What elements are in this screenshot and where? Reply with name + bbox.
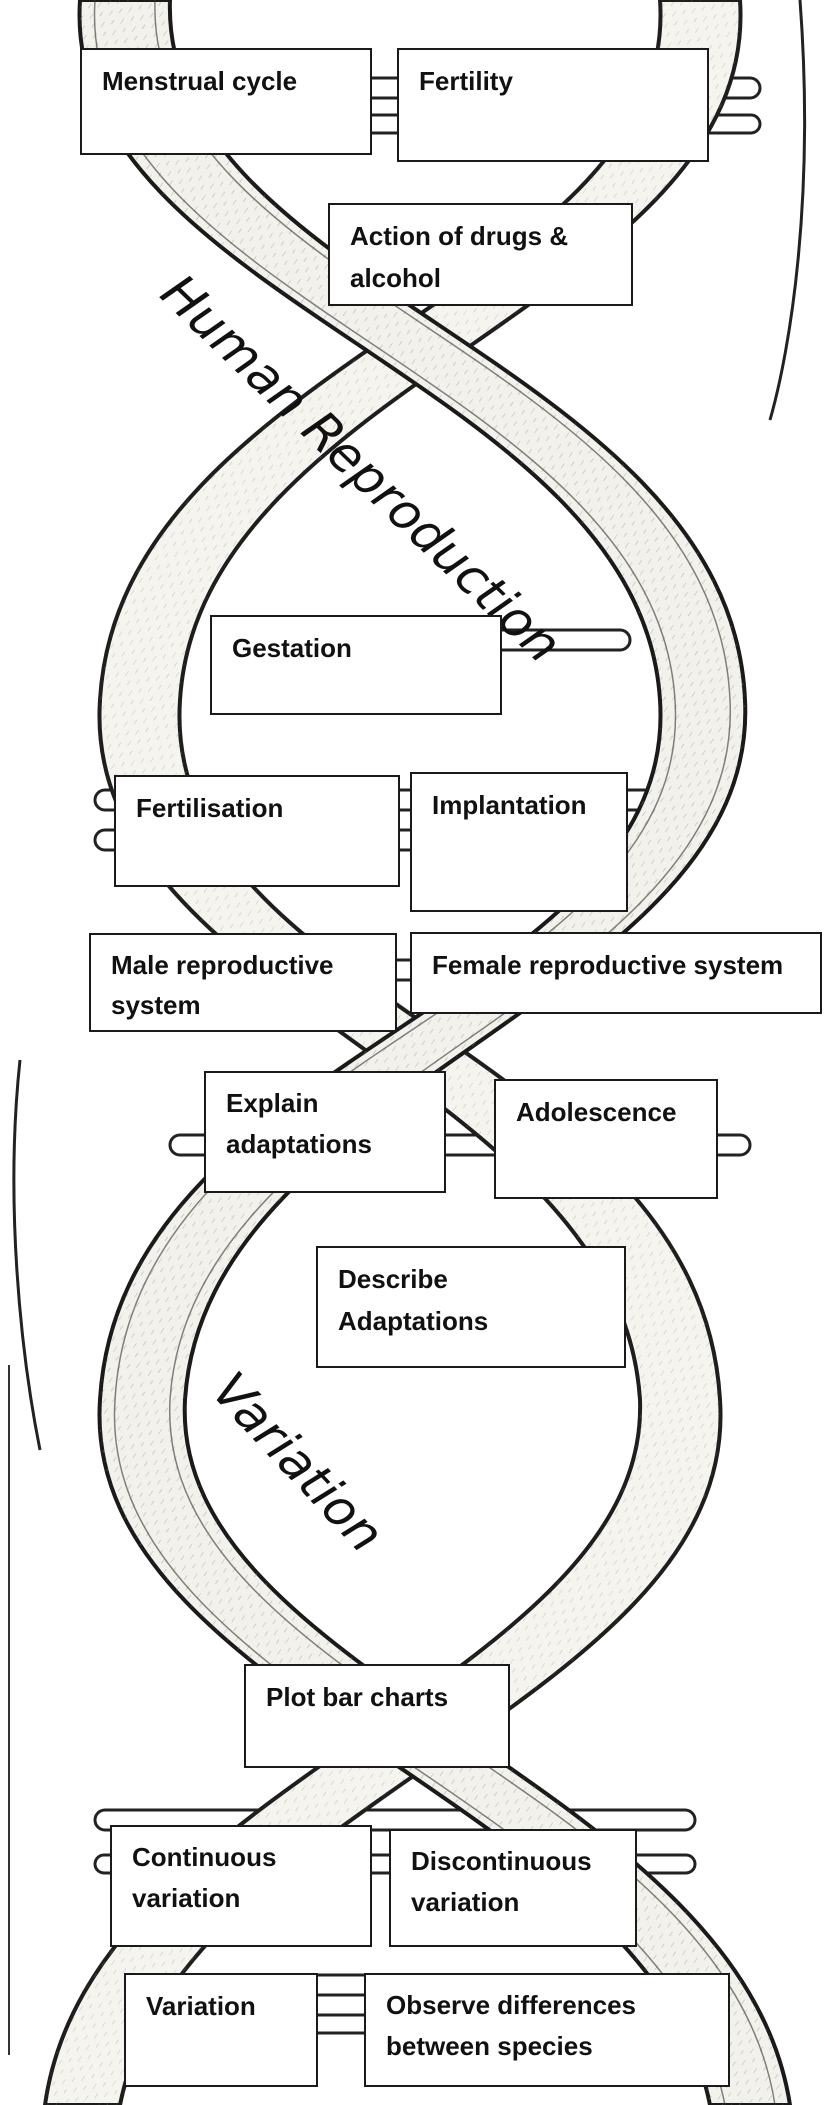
box-continuous-variation: Continuous variation <box>110 1825 372 1947</box>
box-fertility: Fertility <box>397 48 709 162</box>
box-drugs-alcohol: Action of drugs & alcohol <box>328 203 633 306</box>
box-male-reproductive-system: Male reproductive system <box>89 933 397 1032</box>
box-observe-differences: Observe differences between species <box>364 1973 730 2087</box>
box-explain-adaptations: Explain adaptations <box>204 1071 446 1193</box>
box-discontinuous-variation: Discontinuous variation <box>389 1829 637 1947</box>
box-implantation: Implantation <box>410 772 628 912</box>
box-describe-adaptations: Describe Adaptations <box>316 1246 626 1368</box>
box-plot-bar-charts: Plot bar charts <box>244 1664 510 1768</box>
box-fertilisation: Fertilisation <box>114 775 400 887</box>
box-variation: Variation <box>124 1973 318 2087</box>
box-adolescence: Adolescence <box>494 1079 718 1199</box>
box-gestation: Gestation <box>210 615 502 715</box>
box-female-reproductive-system: Female reproductive system <box>410 932 822 1014</box>
side-frame-edge <box>0 1365 10 2055</box>
box-menstrual-cycle: Menstrual cycle <box>80 48 372 155</box>
